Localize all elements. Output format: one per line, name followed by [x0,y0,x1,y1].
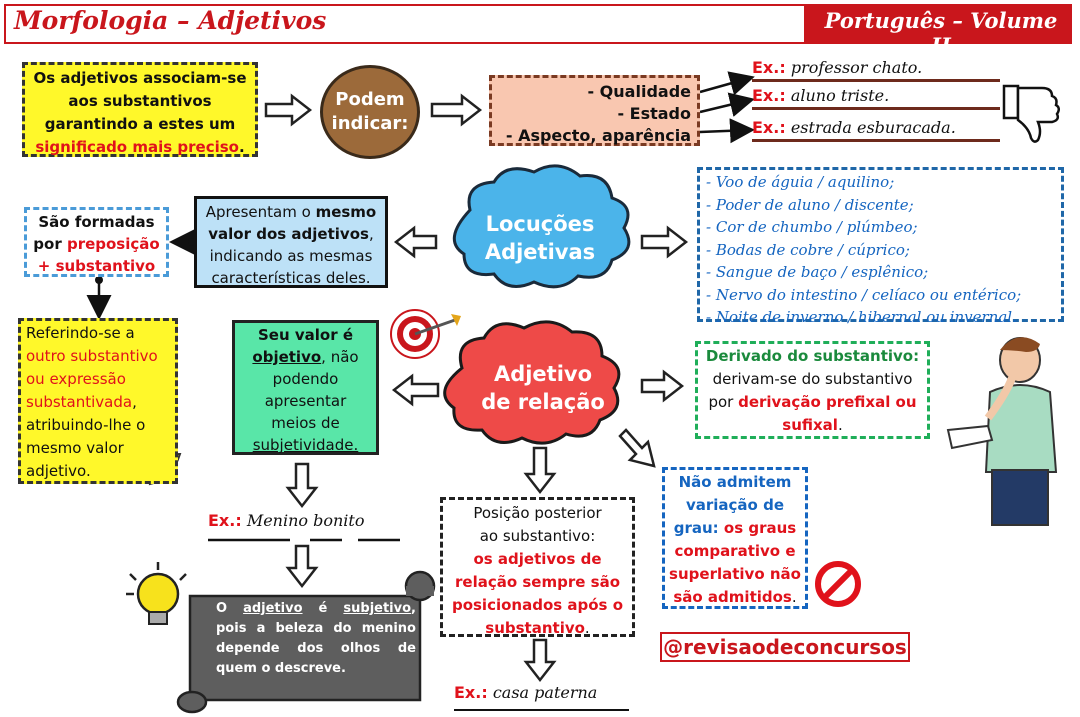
intro-box: Os adjetivos associam-se aos substantivo… [22,62,258,157]
indicar-item: - Aspecto, aparência [505,126,691,145]
arrow-cloud-to-list [640,225,689,259]
locucoes-title: Locuções Adjetivas [484,212,596,264]
scroll-text: O adjetivo é subjetivo, pois a beleza do… [216,601,416,676]
arrow-qualidade [699,71,755,96]
indicar-item: - Qualidade [587,82,691,101]
example-casa: Ex.: casa paterna [454,683,629,711]
arrow-intro-to-podem [264,93,313,127]
target-icon [390,309,461,359]
scroll-banner [176,570,436,714]
example-line: Ex.: professor chato. [752,58,1000,82]
grau-box: Não admitem variação de grau: os graus c… [662,467,808,609]
list-item: - Sangue de baço / esplênico; [706,263,929,281]
thumbs-down-icon [1002,84,1060,143]
list-item: - Noite de inverno / hibernal ou inverna… [706,308,1017,326]
posicao-box: Posição posterior ao substantivo: os adj… [440,497,635,637]
mesmo-valor-box: Apresentam o mesmo valor dos adjetivos, … [194,196,388,288]
indicar-item: - Estado [617,104,691,123]
example-menino: Ex.: Menino bonito [208,511,365,530]
lightbulb-icon [126,562,187,625]
header-volume-box [806,4,1072,44]
arrow-relacao-to-derivado [640,369,685,403]
relacao-cloud [443,320,621,445]
locucoes-cloud [453,164,631,289]
list-item: - Bodas de cobre / cúprico; [706,240,910,259]
example-line: Ex.: estrada esburacada. [752,118,1000,142]
list-item: - Cor de chumbo / plúmbeo; [706,218,918,236]
prohibited-icon [815,561,861,607]
podem-indicar-circle: Podem indicar: [320,65,420,159]
referindo-box: Referindo-se a outro substantivo ou expr… [18,318,178,484]
reading-person-illustration [946,337,1058,526]
arrow-cloud-to-mesmo [393,225,438,259]
arrow-valor-to-example [285,462,319,509]
instagram-handle[interactable]: @revisaodeconcursos [660,632,910,662]
example-line: Ex.: aluno triste. [752,86,1000,110]
list-item: - Voo de águia / aquilino; [706,173,895,191]
valor-objetivo-box: Seu valor é objetivo, não podendo aprese… [232,320,379,455]
arrow-relacao-to-valor [391,373,440,407]
arrow-posicao-to-example [523,638,557,683]
arrow-relacao-to-posicao [523,446,557,495]
derivado-box: Derivado do substantivo: derivam-se do s… [695,341,930,439]
formadas-box: São formadas por preposição + substantiv… [24,207,169,277]
volume-label: Português – Volume II [824,8,1058,58]
arrow-relacao-to-grau [618,428,656,468]
header-title-box [4,4,806,44]
list-item: - Poder de aluno / discente; [706,195,914,214]
intro-highlight: significado mais preciso [35,138,239,156]
relacao-title: Adjetivo de relação [481,362,605,414]
arrow-example-to-scroll [285,544,319,589]
page-title: Morfologia – Adjetivos [14,6,327,35]
arrow-estado [699,92,755,117]
arrow-podem-to-indicar [430,93,483,127]
locucoes-list: - Voo de águia / aquilino; - Poder de al… [697,167,1064,326]
indicar-list-box: - Qualidade - Estado - Aspecto, aparênci… [489,75,700,146]
arrow-aspecto [699,118,755,144]
list-item: - Nervo do intestino / celíaco ou entéri… [706,285,1022,304]
